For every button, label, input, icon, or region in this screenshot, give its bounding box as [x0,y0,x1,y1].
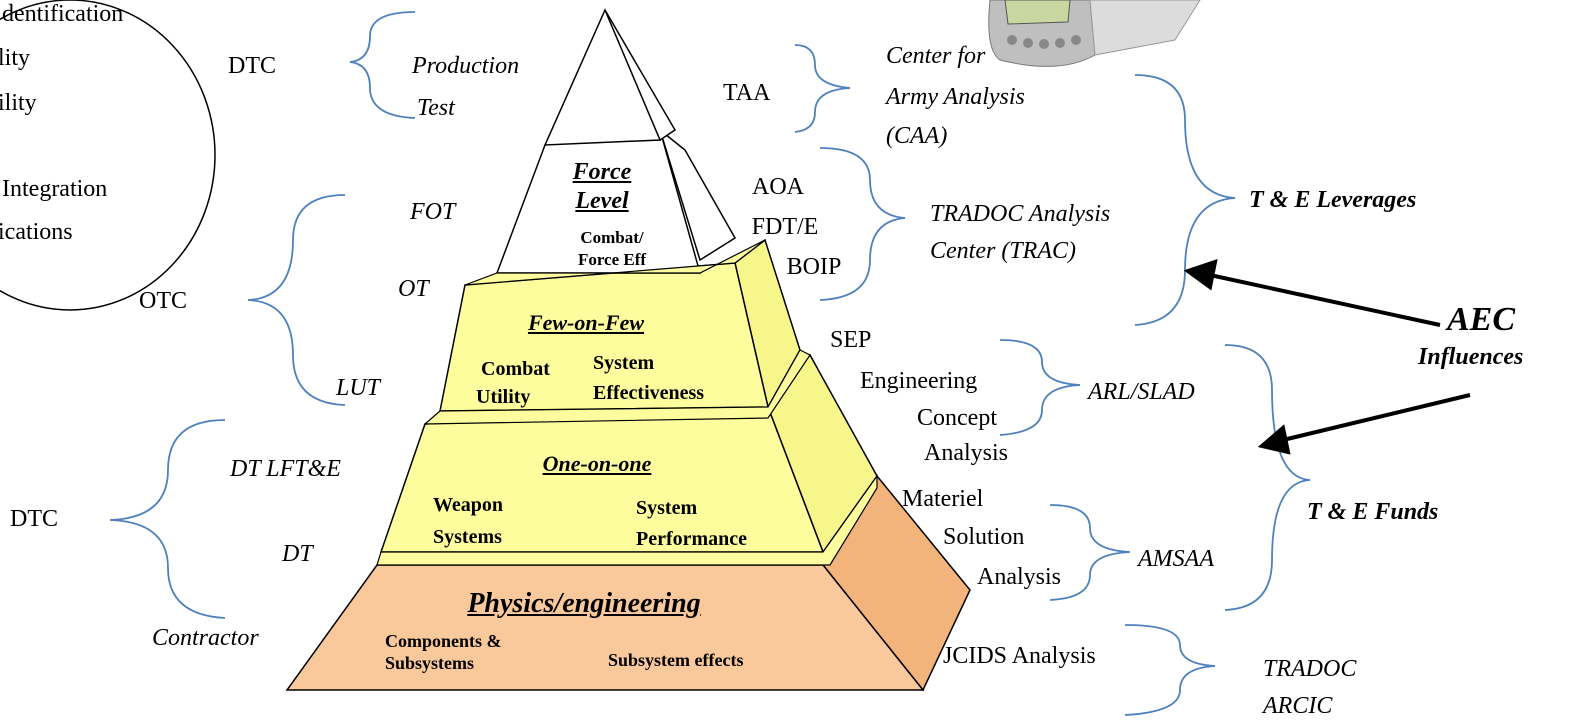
dtc-top-label: DTC [228,53,276,79]
aoa-line-3: BOIP [786,254,842,280]
few-sub-right-2: Effectiveness [593,382,705,404]
fot-label: FOT [410,199,456,225]
dt-label: DT [282,541,313,567]
te-funds-label: T & E Funds [1307,499,1439,525]
ot-label: OT [398,276,429,302]
production-test-line-1: Production [412,53,520,79]
physics-sub-left-2: Subsystems [385,653,475,673]
aec-label: AEC [1447,301,1516,338]
one-sub-left-2: Systems [433,526,502,548]
brackets [109,11,1311,716]
one-sub-left-1: Weapon [433,494,504,516]
tier-force-right-face [658,127,737,262]
tradoc-arcic-line-1: TRADOC [1263,656,1357,682]
ellipse-line-1: dentification [2,1,124,27]
few-sub-right-1: System [593,352,655,374]
dtc-bottom-label: DTC [10,506,58,532]
dt-lfte-label: DT LFT&E [230,456,341,482]
aoa-line-1: AOA [752,174,804,200]
eng-concept-line-2: Concept [917,405,997,431]
caa-line-1: Center for [886,43,986,69]
lut-label: LUT [336,375,381,401]
tier-physics-front-face [285,564,925,691]
influences-label: Influences [1418,344,1524,370]
force-level-title-2: Level [575,188,629,214]
force-level-sub-2: Force Eff [577,250,647,269]
ellipse-line-4: Integration [2,176,108,202]
taa-label: TAA [723,80,771,106]
ellipse-line-2: lity [0,45,31,71]
trac-line-2: Center (TRAC) [930,238,1076,264]
few-on-few-title: Few-on-Few [527,310,645,335]
tradoc-arcic-line-2: ARCIC [1263,693,1333,719]
ellipse-line-5: ications [0,219,73,245]
jcids-label: JCIDS Analysis [943,643,1096,669]
otc-label: OTC [139,288,187,314]
te-leverages-label: T & E Leverages [1249,187,1417,213]
eng-concept-line-1: Engineering [860,368,978,394]
tier-top-front-face [543,8,662,146]
trac-line-1: TRADOC Analysis [930,201,1111,227]
eng-concept-line-3: Analysis [924,440,1008,466]
few-sub-left-2: Utility [476,386,531,408]
production-test-line-2: Test [417,95,455,121]
few-sub-left-1: Combat [481,358,550,380]
arl-slad-label: ARL/SLAD [1088,379,1195,405]
amsaa-label: AMSAA [1138,546,1214,572]
sep-label: SEP [830,327,872,353]
physics-sub-left-1: Components & [385,631,502,651]
one-sub-right-2: Performance [636,528,748,550]
materiel-line-3: Analysis [977,564,1061,590]
one-on-one-title: One-on-one [542,451,652,476]
materiel-line-2: Solution [943,524,1025,550]
caa-line-3: (CAA) [886,123,948,149]
pda-device-icon [988,0,1201,67]
tier-band-3 [423,349,811,425]
contractor-label: Contractor [152,625,259,651]
left-ellipse [0,0,216,311]
caa-line-2: Army Analysis [886,84,1025,110]
aoa-line-2: FDT/E [751,214,819,240]
tier-band-2 [376,474,878,566]
force-level-sub-1: Combat/ [580,228,644,247]
aec-arrows [1183,259,1471,455]
materiel-line-1: Materiel [902,486,984,512]
tier-band-4 [464,239,766,286]
ellipse-line-3: ility [0,90,37,116]
physics-sub-right: Subsystem effects [608,650,744,670]
physics-title: Physics/engineering [467,588,701,619]
one-sub-right-1: System [636,497,698,519]
force-level-title-1: Force [572,159,632,185]
